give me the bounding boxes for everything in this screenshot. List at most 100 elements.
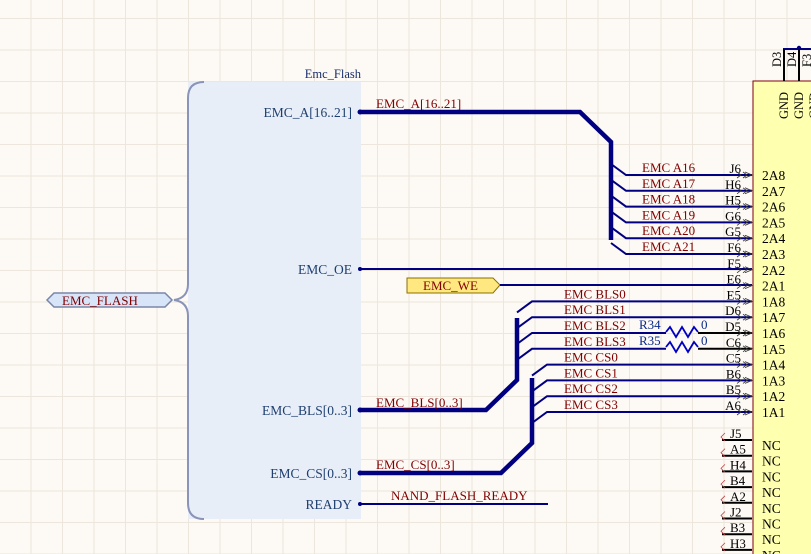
pin-number: G5	[725, 224, 741, 239]
pin-name: 2A3	[762, 247, 785, 262]
bus-entry-wire	[516, 332, 666, 345]
ic-pin-h5[interactable]: H5 2A6	[725, 193, 785, 215]
sheet-port-ready: READY	[306, 497, 353, 512]
wire-emc-oe[interactable]	[358, 267, 752, 271]
pin-number: H5	[725, 193, 741, 208]
bus-entry-wire	[531, 411, 752, 424]
pin-io-arrow-icon	[736, 361, 754, 368]
net-label-bus-cs: EMC_CS[0..3]	[376, 457, 455, 472]
pin-number: A2	[730, 489, 746, 504]
pin-number: J6	[729, 161, 741, 176]
pin-io-arrow-icon	[736, 329, 754, 337]
ic-pin-g5[interactable]: G5 2A4	[725, 224, 785, 246]
bus-entry-wire	[531, 395, 752, 409]
no-connect-icon	[720, 448, 726, 457]
wire-emc-cs3[interactable]: EMC CS3	[531, 397, 752, 424]
wire-ready[interactable]: NAND_FLASH_READY	[358, 488, 548, 506]
wire-emc-cs2[interactable]: EMC CS2	[531, 381, 752, 409]
bus-emc-cs[interactable]: EMC_CS[0..3]	[357, 378, 535, 476]
pin-io-arrow-icon	[736, 266, 754, 274]
no-connect-icon	[720, 464, 726, 473]
wire-emc-a16[interactable]: EMC A16	[610, 160, 752, 176]
bus-emc-bls[interactable]: EMC_BLS[0..3]	[357, 318, 520, 413]
bus-entry-wire	[610, 210, 752, 224]
sheet-symbol-body	[188, 82, 361, 519]
wire-emc-a17[interactable]: EMC A17	[610, 176, 752, 192]
wire-emc-bls0[interactable]: EMC BLS0	[516, 286, 752, 314]
pin-number: H4	[730, 457, 746, 472]
bus-emc-a[interactable]: EMC_A[16..21]	[357, 96, 614, 240]
wire-emc-a18[interactable]: EMC A18	[610, 192, 752, 208]
sheet-symbol[interactable]: Emc_Flash EMC_A[16..21] EMC_OE EMC_BLS[0…	[173, 67, 362, 520]
pin-io-arrow-icon	[736, 313, 754, 321]
no-connect-icon	[720, 526, 726, 536]
port-emc-we[interactable]: EMC_WE	[406, 277, 752, 294]
wire-emc-bls2[interactable]: EMC BLS2	[516, 318, 752, 345]
sheet-designator: Emc_Flash	[305, 67, 362, 81]
gnd-wire	[783, 48, 811, 50]
pin-io-arrow-icon	[736, 187, 754, 195]
net-label: EMC CS0	[564, 350, 618, 365]
pin-number: F3	[800, 54, 811, 67]
pin-name: 1A6	[762, 326, 785, 341]
pin-name: NC	[762, 485, 781, 500]
pin-name: 2A4	[762, 231, 785, 246]
pin-io-arrow-icon	[736, 171, 754, 179]
pin-number: B3	[730, 520, 745, 535]
wire-emc-cs1[interactable]: EMC CS1	[531, 365, 752, 393]
resistor-r35[interactable]: R35 0	[639, 333, 708, 354]
wire-emc-a19[interactable]: EMC A19	[610, 207, 752, 224]
pin-name: 1A4	[762, 358, 785, 373]
wire-emc-cs0[interactable]: EMC CS0	[531, 350, 752, 377]
resistor-r35-value: 0	[701, 333, 708, 348]
pin-name: GND	[807, 92, 811, 119]
no-connect-icon	[720, 479, 726, 489]
ic-pin-h3[interactable]: H3NC	[720, 536, 781, 554]
pin-io-arrow-icon	[736, 345, 754, 353]
pin-name: 1A8	[762, 294, 785, 309]
resistor-r34-value: 0	[701, 317, 708, 332]
junction	[358, 502, 362, 506]
net-label: EMC BLS2	[564, 318, 626, 333]
wire-emc-bls3[interactable]: EMC BLS3	[516, 334, 752, 361]
pin-io-arrow-icon	[736, 408, 754, 416]
bus-entry-wire	[516, 300, 752, 314]
resistor-r34[interactable]: R34 0	[639, 317, 708, 339]
pin-name: 2A6	[762, 200, 785, 215]
net-label: EMC CS2	[564, 381, 618, 396]
wire-emc-bls1[interactable]: EMC BLS1	[516, 302, 752, 330]
wire-emc-a21[interactable]: EMC A21	[610, 239, 752, 255]
pin-name: 1A1	[762, 405, 785, 420]
net-label: EMC A20	[642, 223, 695, 238]
sheet-port-emc-bls: EMC_BLS[0..3]	[262, 403, 352, 418]
wire-emc-a20[interactable]: EMC A20	[610, 223, 752, 240]
bus-entry-wire	[531, 363, 752, 377]
port-emc-flash[interactable]: EMC_FLASH	[45, 292, 174, 308]
